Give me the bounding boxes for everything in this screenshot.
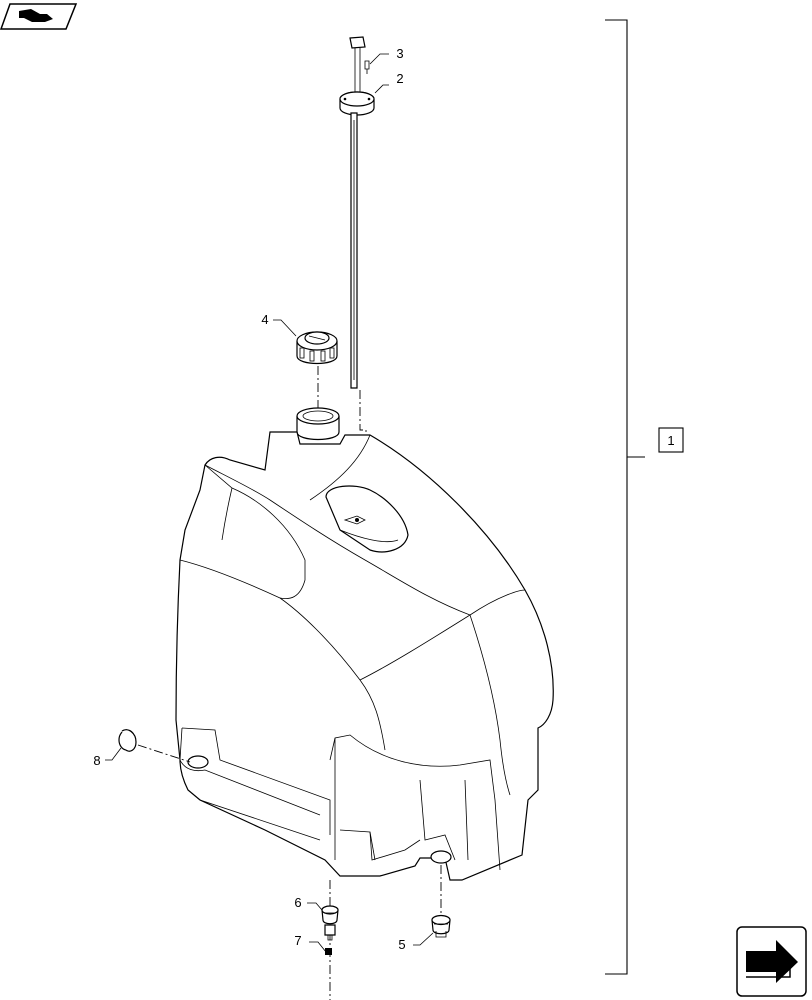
book-hand-icon[interactable]	[0, 3, 78, 30]
callout-6: 6	[294, 895, 301, 910]
callout-2: 2	[396, 71, 403, 86]
grommet-left	[118, 729, 137, 752]
callout-1: 1	[667, 433, 674, 448]
filler-cap	[296, 331, 338, 365]
assembly-bracket	[605, 19, 684, 975]
callout-7: 7	[294, 933, 301, 948]
callout-4: 4	[261, 312, 268, 327]
grommet-right	[431, 914, 451, 938]
drain-plug-head	[325, 948, 332, 955]
fuel-level-sender	[339, 36, 375, 389]
grommet-bottom	[321, 905, 339, 925]
sender-screw	[364, 60, 370, 74]
fuel-tank	[175, 407, 554, 881]
callout-3: 3	[396, 46, 403, 61]
callout-5: 5	[398, 937, 405, 952]
drain-plug	[324, 924, 336, 941]
next-page-arrow-icon[interactable]	[736, 926, 807, 997]
callout-8: 8	[93, 753, 100, 768]
